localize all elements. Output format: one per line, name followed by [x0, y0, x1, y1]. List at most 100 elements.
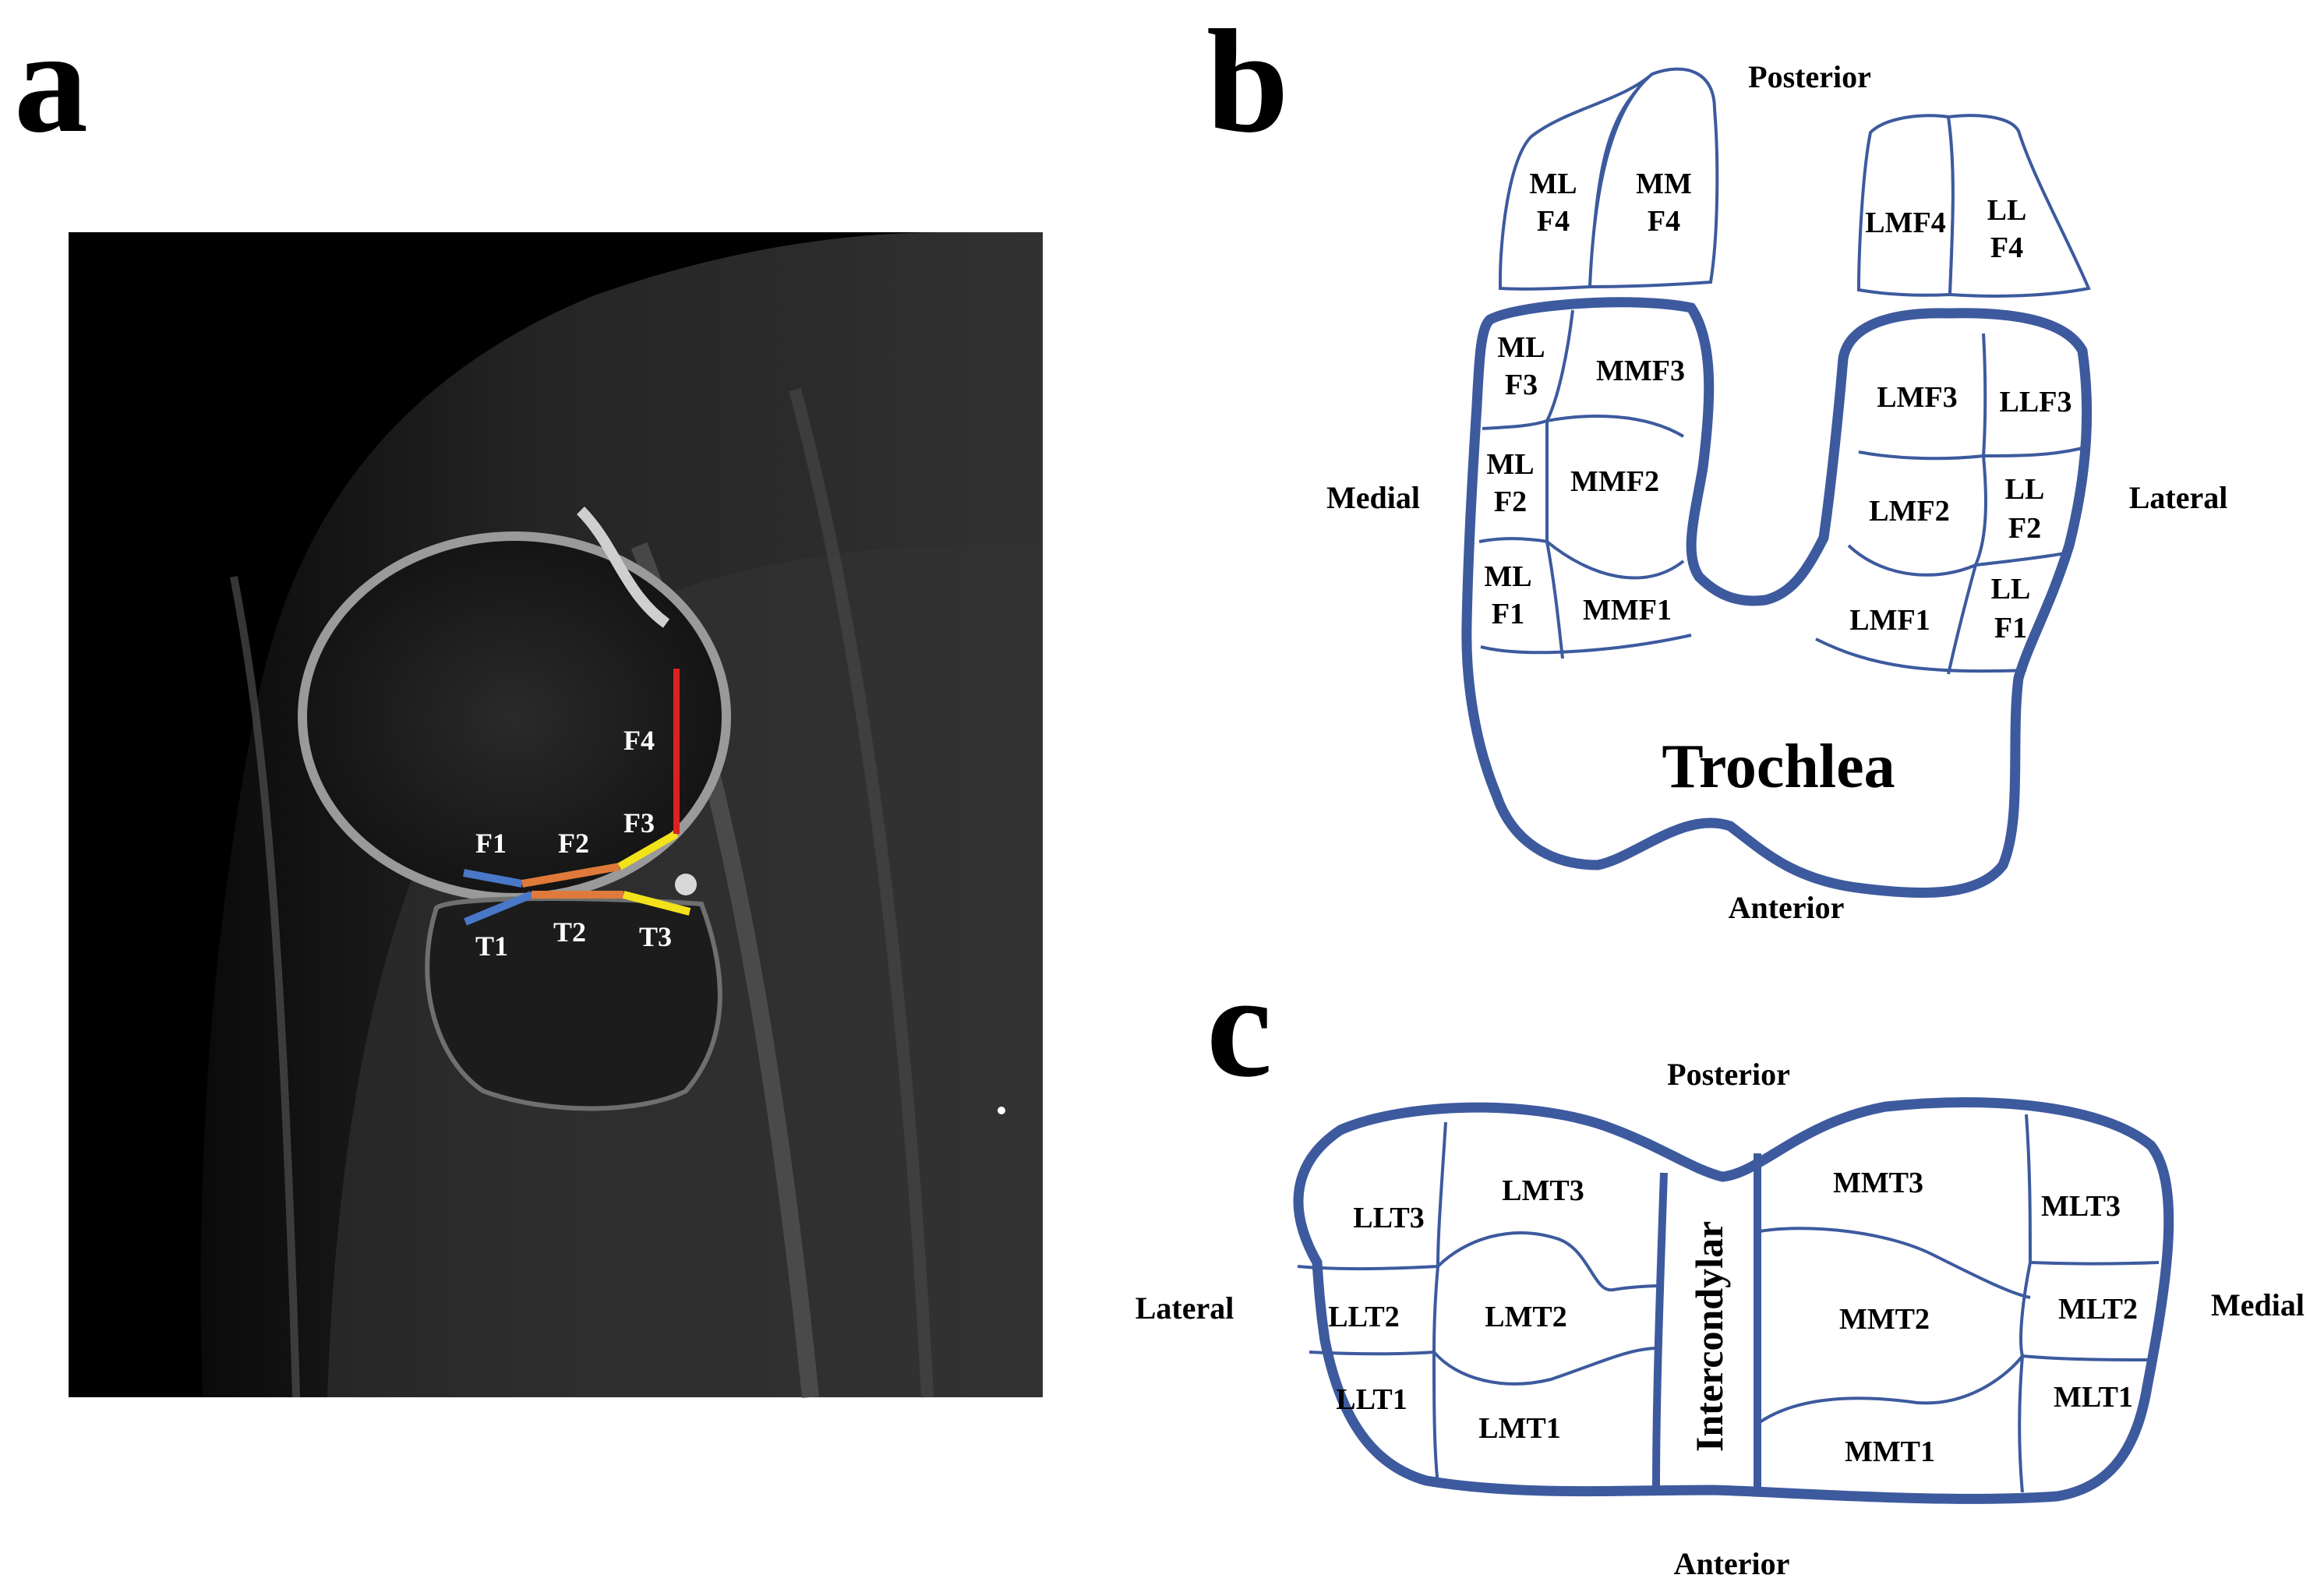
label-lmf2: LMF2 — [1869, 495, 1949, 528]
label-lmf1: LMF1 — [1849, 604, 1930, 637]
line-mmt3-mlt3 — [2025, 1114, 2032, 1263]
line-llt2-llt1 — [1309, 1351, 1435, 1356]
label-lmf3: LMF3 — [1877, 381, 1957, 414]
label-lmt1: LMT1 — [1478, 1412, 1561, 1445]
label-llf4-2: F4 — [1990, 231, 2023, 264]
femur-outline — [1461, 297, 2093, 899]
f1-line — [463, 869, 523, 888]
mri-fluid-spot — [675, 874, 697, 895]
line-lmt2-lmt1 — [1432, 1347, 1659, 1386]
label-lmt2: LMT2 — [1485, 1301, 1567, 1333]
femur-diagram: Posterior Anterior Medial Lateral Trochl… — [1326, 59, 2227, 925]
label-llf1-1: LL — [1991, 573, 2031, 606]
label-t3: T3 — [639, 921, 672, 952]
line-lmt3-lmt2 — [1436, 1231, 1662, 1292]
label-mlt1: MLT1 — [2054, 1381, 2133, 1414]
tibia-medial: Medial — [2211, 1287, 2305, 1322]
label-llf4-1: LL — [1987, 194, 2027, 227]
tibia-outline — [1293, 1096, 2174, 1504]
line-mlf1-mmf1 — [1545, 541, 1564, 659]
trochlea-label: Trochlea — [1662, 733, 1895, 801]
line-lmf3-llf3 — [1982, 333, 1987, 457]
label-mlt2: MLT2 — [2058, 1293, 2138, 1326]
f2-line — [521, 863, 620, 888]
line-mmf3-mmf2 — [1546, 415, 1685, 438]
label-mlf2-2: F2 — [1494, 486, 1527, 518]
panel-letter-b: b — [1206, 0, 1289, 164]
label-mlf2-1: ML — [1486, 448, 1534, 481]
label-lmf4: LMF4 — [1865, 207, 1945, 239]
mri-fluid — [576, 507, 670, 628]
femur-lateral: Lateral — [2129, 480, 2228, 515]
line-mmt2-mmt1 — [1758, 1354, 2024, 1424]
intercondylar-label: Intercondylar — [1687, 1221, 1731, 1452]
femur-medial: Medial — [1326, 480, 1420, 515]
label-mlf3-2: F3 — [1505, 369, 1538, 401]
label-f3: F3 — [623, 807, 655, 839]
label-f1: F1 — [475, 828, 507, 859]
tibia-lateral: Lateral — [1136, 1291, 1234, 1326]
line-lateral-bottom — [1815, 637, 2027, 673]
label-mlf1-1: ML — [1484, 560, 1531, 593]
line-mlt3-mlt2 — [2029, 1261, 2160, 1266]
region-lmf4 — [1856, 114, 1955, 297]
label-mlf3-1: ML — [1497, 331, 1545, 364]
tibia-anterior: Anterior — [1674, 1546, 1790, 1581]
mri-tendon-2 — [789, 387, 934, 1398]
line-llt2-lmt2 — [1432, 1266, 1439, 1353]
label-mlf4-2: F4 — [1537, 205, 1570, 238]
t1-line — [464, 891, 533, 926]
panel-letter-a: a — [14, 0, 88, 164]
f3-line — [617, 830, 679, 870]
label-llf2-1: LL — [2005, 473, 2045, 506]
label-llf3: LLF3 — [2000, 386, 2072, 418]
label-f4: F4 — [623, 725, 655, 756]
label-mmt3: MMT3 — [1833, 1167, 1923, 1199]
label-lmt3: LMT3 — [1502, 1174, 1584, 1207]
label-mmf2: MMF2 — [1570, 465, 1659, 498]
line-f2-f1-lateral — [1847, 544, 2066, 577]
tibia-posterior: Posterior — [1667, 1057, 1790, 1092]
label-mmt2: MMT2 — [1839, 1303, 1930, 1336]
label-mlt3: MLT3 — [2041, 1190, 2121, 1223]
line-llt3-llt2 — [1297, 1265, 1439, 1271]
mri-fascia — [230, 576, 300, 1398]
label-mlf1-2: F1 — [1492, 598, 1524, 630]
label-mmf3: MMF3 — [1596, 355, 1685, 387]
line-lmf2-llf2 — [1974, 455, 1987, 566]
label-llf1-2: F1 — [1994, 612, 2027, 644]
panel-letter-c: c — [1206, 945, 1272, 1108]
mri-bright-dot — [998, 1107, 1005, 1114]
tibia-diagram: Posterior Anterior Lateral Medial Interc… — [1136, 1057, 2305, 1581]
label-mlf4-1: ML — [1529, 168, 1577, 200]
femur-anterior: Anterior — [1729, 890, 1845, 925]
line-mmt3-mmt2 — [1759, 1227, 2031, 1299]
label-f2: F2 — [558, 828, 589, 859]
intercondylar-left — [1652, 1172, 1668, 1491]
line-mlf3-mlf2 — [1482, 419, 1548, 430]
label-llt3: LLT3 — [1353, 1202, 1425, 1234]
line-llt1-lmt1 — [1432, 1351, 1439, 1485]
line-medial-bottom — [1480, 634, 1692, 655]
label-mmf4-2: F4 — [1648, 205, 1680, 238]
region-llf4 — [1946, 114, 2091, 298]
line-f2-f1-medial — [1478, 537, 1685, 580]
femur-posterior: Posterior — [1748, 59, 1871, 94]
t3-line — [622, 891, 691, 916]
line-mlt1-mmt1 — [2018, 1355, 2024, 1493]
line-mlt2-mlt1 — [2022, 1354, 2152, 1361]
line-mlf3-mmf3 — [1545, 309, 1574, 422]
region-mmf4 — [1588, 67, 1719, 289]
mri-tibia — [425, 896, 722, 1111]
line-mlt2-mmt2 — [2019, 1262, 2032, 1357]
label-t2: T2 — [553, 916, 586, 948]
label-llf2-2: F2 — [2008, 512, 2041, 545]
label-mmf4-1: MM — [1636, 168, 1692, 200]
label-llt2: LLT2 — [1328, 1301, 1400, 1333]
label-mmt1: MMT1 — [1845, 1435, 1935, 1468]
label-mmf1: MMF1 — [1583, 594, 1672, 627]
label-t1: T1 — [475, 930, 508, 962]
mri-image: F4 F3 F2 F1 T1 T2 T3 — [69, 232, 1044, 1399]
line-llt3-lmt3 — [1436, 1121, 1447, 1267]
label-llt1: LLT1 — [1336, 1383, 1407, 1416]
